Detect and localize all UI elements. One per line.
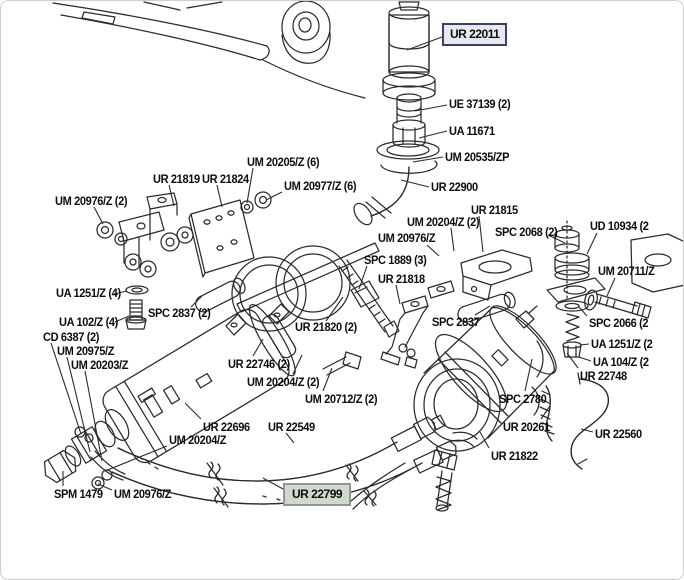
leader-line-ur-21822 bbox=[479, 431, 490, 449]
part-label-um-20976-z-b: UM 20976/Z bbox=[114, 487, 172, 501]
part-label-spc-2837-r: SPC 2837 bbox=[432, 315, 480, 329]
leader-line-ur-22900 bbox=[400, 179, 430, 188]
fuel-hoses-art bbox=[111, 414, 478, 510]
right-fuel-pump-art bbox=[413, 305, 557, 512]
part-label-um-20535-zp: UM 20535/ZP bbox=[445, 150, 510, 164]
part-label-ua-102-z: UA 102/Z (4) bbox=[59, 315, 118, 329]
hardware-center-art bbox=[236, 242, 455, 376]
leader-line-ue-37139 bbox=[414, 104, 448, 112]
leader-line-ud-10934 bbox=[586, 232, 598, 255]
part-label-spc-2068: SPC 2068 (2) bbox=[495, 225, 558, 239]
part-label-spm-1479: SPM 1479 bbox=[54, 487, 103, 501]
leader-line-um-20712-z bbox=[322, 367, 333, 392]
part-label-ur-21815: UR 21815 bbox=[471, 203, 518, 217]
leader-line-ur-22748 bbox=[566, 352, 579, 369]
leader-line-ua-104-z bbox=[578, 356, 592, 362]
right-mounts-art bbox=[457, 220, 683, 358]
part-label-um-20205-z: UM 20205/Z (6) bbox=[247, 155, 320, 169]
leader-line-spc-2066 bbox=[578, 306, 588, 317]
leader-line-ur-22696 bbox=[184, 402, 202, 420]
part-label-ue-37139: UE 37139 (2) bbox=[449, 97, 511, 111]
leader-line-ua-1251-z-4 bbox=[113, 290, 128, 295]
part-label-ur-22900: UR 22900 bbox=[431, 180, 478, 194]
part-label-spc-1889: SPC 1889 (3) bbox=[364, 253, 427, 267]
part-label-ur-22748: UR 22748 bbox=[580, 369, 627, 383]
leader-line-ur-21815 bbox=[478, 215, 484, 253]
part-label-spc-2780: SPC 2780 bbox=[499, 392, 547, 406]
part-label-um-20204-z-2a: UM 20204/Z (2) bbox=[407, 215, 480, 229]
leader-line-spc-2068 bbox=[547, 234, 566, 244]
leader-line-spc-2780 bbox=[524, 358, 533, 392]
fuel-filter-art bbox=[353, 1, 440, 226]
leader-line-um-20975-z bbox=[66, 356, 91, 453]
part-label-ur-20261: UR 20261 bbox=[503, 420, 550, 434]
part-label-um-20204-z-2b: UM 20204/Z (2) bbox=[247, 375, 320, 389]
part-label-ua-1251-z-4: UA 1251/Z (4) bbox=[56, 286, 121, 300]
bracket-cluster-art bbox=[96, 191, 272, 330]
leader-line-um-20205-z bbox=[246, 167, 254, 204]
leader-line-ua-11671 bbox=[418, 130, 448, 139]
leader-line-spc-2837-r bbox=[474, 305, 491, 316]
leader-line-ur-21820 bbox=[325, 296, 344, 322]
part-label-ur-21820: UR 21820 (2) bbox=[295, 320, 357, 334]
part-label-um-20711-z: UM 20711/Z bbox=[598, 264, 655, 278]
leader-line-um-20976-z-2 bbox=[93, 206, 104, 225]
part-label-ur-21819: UR 21819 bbox=[153, 172, 200, 186]
car-outline-art bbox=[52, 1, 366, 99]
pipe-clamps-art bbox=[195, 245, 351, 336]
part-label-ua-1251-z-2: UA 1251/Z (2 bbox=[591, 337, 653, 351]
part-label-um-20975-z: UM 20975/Z bbox=[57, 344, 115, 358]
leader-line-um-20977-z bbox=[265, 191, 283, 201]
part-label-spc-2066: SPC 2066 (2 bbox=[589, 316, 649, 330]
leader-line-um-20711-z bbox=[606, 277, 616, 297]
leader-line-um-20535-zp bbox=[412, 156, 444, 163]
leader-line-cd-6387 bbox=[50, 342, 82, 435]
part-label-ur-22746: UR 22746 (2) bbox=[228, 357, 290, 371]
part-label-cd-6387: CD 6387 (2) bbox=[43, 330, 100, 344]
part-label-spc-2837-2: SPC 2837 (2) bbox=[148, 306, 211, 320]
part-label-ur-22696: UR 22696 bbox=[203, 420, 250, 434]
part-label-ur-21824: UR 21824 bbox=[202, 172, 249, 186]
leader-line-ua-102-z bbox=[114, 315, 130, 323]
part-label-um-20976-z-mid: UM 20976/Z bbox=[378, 231, 436, 245]
leader-line-ur-22560 bbox=[580, 428, 594, 433]
leader-line-um-20976-z-b bbox=[97, 483, 113, 491]
part-label-um-20204-z-c: UM 20204/Z bbox=[169, 433, 227, 447]
leader-line-ur-22746 bbox=[252, 338, 264, 357]
leader-line-um-20203-z bbox=[84, 370, 103, 462]
short-hoses-art bbox=[539, 372, 609, 470]
part-label-um-20203-z: UM 20203/Z bbox=[71, 358, 129, 372]
part-label-um-20976-z-2: UM 20976/Z (2) bbox=[55, 194, 128, 208]
part-label-ur-21818: UR 21818 bbox=[378, 272, 425, 286]
leader-line-ur-21819 bbox=[168, 184, 175, 207]
part-label-ur-22011[interactable]: UR 22011 bbox=[442, 23, 508, 46]
part-label-ur-22799[interactable]: UR 22799 bbox=[283, 483, 352, 506]
part-label-ua-11671: UA 11671 bbox=[449, 124, 495, 138]
leader-line-ur-21818 bbox=[395, 284, 401, 305]
leader-line-um-20204-z-c bbox=[104, 445, 168, 472]
part-label-ur-21822: UR 21822 bbox=[491, 449, 538, 463]
leader-line-ur-22011 bbox=[406, 36, 443, 51]
part-label-um-20977-z: UM 20977/Z (6) bbox=[284, 179, 357, 193]
leader-line-ur-22799 bbox=[262, 477, 284, 490]
leader-line-spc-1889 bbox=[358, 265, 368, 290]
leader-line-ua-1251-z-2 bbox=[579, 343, 590, 346]
leader-line-um-20204-z-2a bbox=[450, 227, 455, 252]
part-label-ur-22549: UR 22549 bbox=[268, 420, 315, 434]
leader-line-ur-22549 bbox=[285, 432, 295, 444]
leader-line-spc-2837-2 bbox=[190, 295, 203, 308]
part-label-ud-10934: UD 10934 (2 bbox=[590, 219, 649, 233]
leader-line-um-20204-z-2b bbox=[292, 354, 303, 375]
leader-line-um-20976-z-mid bbox=[426, 244, 440, 257]
part-label-um-20712-z: UM 20712/Z (2) bbox=[305, 392, 378, 406]
left-fuel-pump-art bbox=[43, 304, 297, 490]
leader-line-ur-20261 bbox=[540, 405, 551, 420]
part-label-ur-22560: UR 22560 bbox=[595, 427, 642, 441]
leader-line-ur-21824 bbox=[216, 184, 223, 208]
part-label-ua-104-z: UA 104/Z (2 bbox=[593, 355, 649, 369]
